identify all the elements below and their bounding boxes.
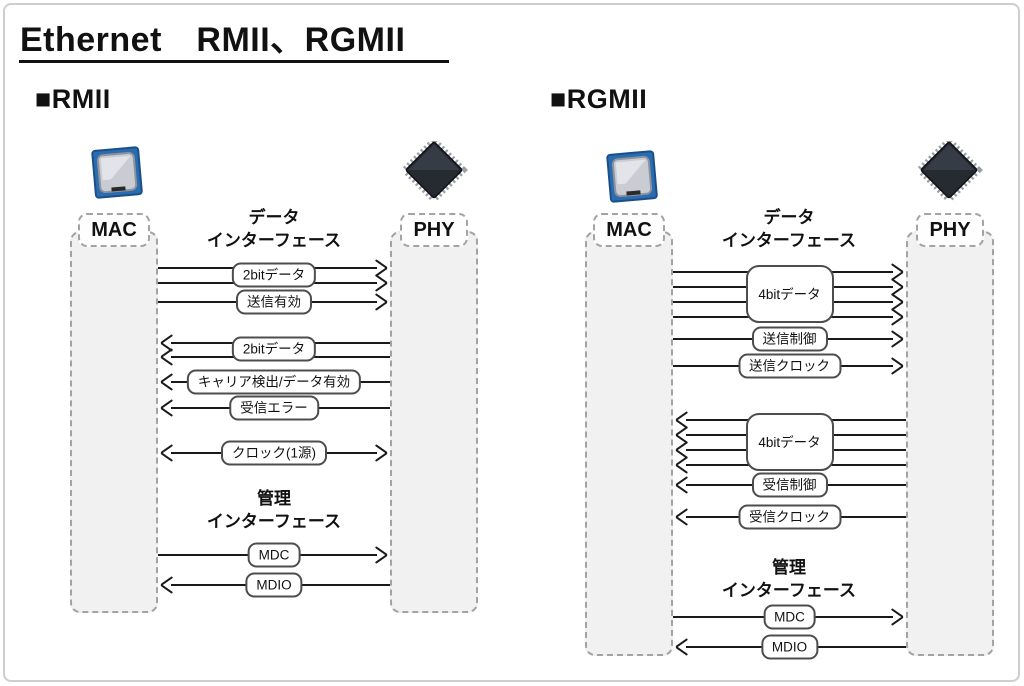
signal-row: 受信エラー — [158, 395, 390, 421]
rgmii-phy-column — [906, 231, 994, 656]
signal-row: 2bitデータ — [158, 262, 390, 288]
ic-chip-icon — [915, 141, 983, 203]
signal-row: 送信クロック — [673, 353, 906, 379]
signal-row: 送信制御 — [673, 326, 906, 352]
rmii-data-interface-heading: データ インターフェース — [206, 208, 342, 250]
signal-label: MDIO — [245, 572, 303, 598]
signal-row: キャリア検出/データ有効 — [158, 369, 390, 395]
signal-label: クロック(1源) — [221, 440, 327, 466]
signal-label: 送信クロック — [738, 353, 841, 379]
rmii-mac-column — [70, 231, 158, 613]
signal-row: 4bitデータ — [673, 265, 906, 323]
signal-row: 受信クロック — [673, 504, 906, 530]
cpu-chip-icon — [606, 150, 658, 203]
signal-label: 受信制御 — [751, 472, 828, 498]
cpu-chip-icon — [91, 146, 143, 199]
rmii-phy-label: PHY — [400, 213, 468, 247]
signal-label: キャリア検出/データ有効 — [186, 369, 362, 395]
signal-label: MDC — [763, 604, 816, 630]
rgmii-data-interface-heading: データ インターフェース — [721, 208, 857, 250]
section-header-rgmii: ■RGMII — [550, 84, 648, 114]
page-title: Ethernet RMII、RGMII — [20, 21, 406, 59]
rmii-phy-column — [390, 231, 478, 613]
signal-label: 送信制御 — [751, 326, 828, 352]
signal-row: MDC — [158, 542, 390, 568]
ic-chip-icon — [400, 141, 468, 203]
signal-label: 4bitデータ — [745, 413, 834, 471]
signal-label: 送信有効 — [236, 289, 312, 315]
signal-row: クロック(1源) — [158, 440, 390, 466]
signal-row: 受信制御 — [673, 472, 906, 498]
rgmii-phy-label: PHY — [916, 213, 984, 247]
rgmii-mac-column — [585, 231, 673, 656]
signal-row: 送信有効 — [158, 289, 390, 315]
signal-row: 2bitデータ — [158, 336, 390, 362]
title-underline — [19, 60, 449, 63]
signal-row: MDIO — [158, 572, 390, 598]
signal-label: 2bitデータ — [231, 336, 317, 362]
signal-label: 受信クロック — [738, 504, 841, 530]
rmii-mac-label: MAC — [78, 213, 150, 247]
signal-row: MDIO — [673, 634, 906, 660]
rmii-mgmt-interface-heading: 管理 インターフェース — [206, 489, 342, 531]
signal-label: 2bitデータ — [231, 262, 317, 288]
rgmii-mac-label: MAC — [593, 213, 665, 247]
signal-label: MDC — [247, 542, 301, 568]
signal-row: MDC — [673, 604, 906, 630]
signal-label: 受信エラー — [229, 395, 319, 421]
section-header-rmii: ■RMII — [35, 84, 111, 114]
rgmii-mgmt-interface-heading: 管理 インターフェース — [721, 558, 857, 600]
signal-label: 4bitデータ — [745, 265, 834, 323]
signal-label: MDIO — [760, 634, 819, 660]
signal-row: 4bitデータ — [673, 413, 906, 471]
